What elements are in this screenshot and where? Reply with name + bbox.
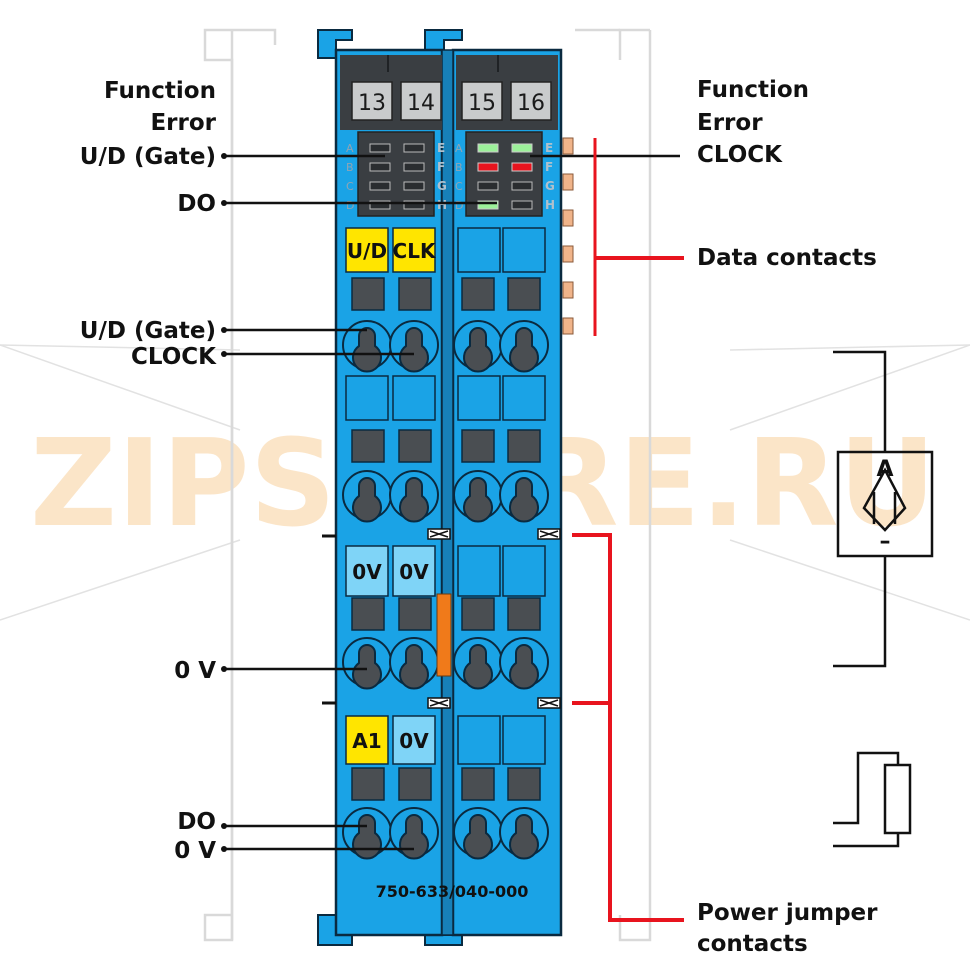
led-letter-d-2: D [455,199,463,212]
schematic-symbol [833,350,934,668]
led-letter-d: D [346,199,354,212]
terminal-number-14: 14 [407,91,435,116]
right-leaders [530,138,684,922]
tag-zero-v-right [392,545,436,597]
terminal-numbers: 13 14 15 16 [351,81,552,121]
label-clock-mid: CLOCK [131,344,217,370]
led-letter-e-2: E [545,141,553,155]
jumper-bar [436,593,452,677]
led-letter-h-2: H [545,198,555,212]
led-letter-g: G [437,179,447,193]
led-letter-a: A [346,142,354,155]
symbol-minus: – [880,529,891,554]
resistor-symbol [833,751,912,848]
tag-zero-v-left [345,545,389,597]
label-function-right: Function [697,77,809,103]
led-letter-c-2: C [455,180,463,193]
data-contacts [562,137,574,335]
tag-a1-text: A1 [352,729,381,753]
label-power-jumper-2: contacts [697,931,808,957]
led-letter-b-2: B [455,161,463,174]
led-letter-a-2: A [455,142,463,155]
tag-clk-text: CLK [393,239,437,263]
led-letter-e: E [437,141,445,155]
label-function-left: Function [104,78,216,104]
led-letter-b: B [346,161,354,174]
led-function-e [511,143,533,153]
led-error-b [477,162,499,172]
led-letter-c: C [346,180,354,193]
led-function-a [477,143,499,153]
label-power-jumper-1: Power jumper [697,900,878,926]
led-do-d [477,200,499,210]
part-number: 750-633/040-000 [376,882,529,901]
left-labels: Function Error U/D (Gate) DO U/D (Gate) … [80,78,217,864]
label-do-bottom: DO [177,809,216,835]
clamp-openings [342,320,549,860]
right-labels: Function Error CLOCK Data contacts Power… [697,77,878,957]
label-error-right: Error [697,110,763,136]
label-do-top: DO [177,191,216,217]
terminal-number-16: 16 [517,91,545,116]
led-letter-g-2: G [545,179,555,193]
terminal-number-15: 15 [468,91,496,116]
tag-zero-v-bottom [392,715,436,765]
terminal-tags: U/D CLK 0V 0V A1 0V [347,239,437,753]
left-leader-dots [221,153,227,852]
terminal-number-13: 13 [358,91,386,116]
watermark-lines [0,344,970,621]
led-letter-h: H [437,198,447,212]
led-error-f [511,162,533,172]
tag-zero-v-right-text: 0V [399,560,429,584]
power-jumper-markers [322,528,561,709]
ghost-outline [203,28,652,942]
tag-zero-v-bottom-text: 0V [399,729,429,753]
tag-zero-v-left-text: 0V [352,560,382,584]
led-letter-f-2: F [545,160,553,174]
label-data-contacts: Data contacts [697,245,877,271]
label-ud-gate-mid: U/D (Gate) [80,318,216,344]
led-letter-f: F [437,160,445,174]
tag-a1 [345,715,389,765]
label-zero-v-mid: 0 V [174,658,216,684]
symbol-letter: A [876,457,893,482]
label-ud-gate-top: U/D (Gate) [80,144,216,170]
label-error-left: Error [150,110,216,136]
tag-ud-text: U/D [347,239,387,263]
tag-clk [392,227,436,273]
left-leaders [224,154,497,851]
tag-ud [345,227,389,273]
terminal-blocks [345,227,546,801]
label-clock-right: CLOCK [697,142,783,168]
label-zero-v-bottom: 0 V [174,838,216,864]
